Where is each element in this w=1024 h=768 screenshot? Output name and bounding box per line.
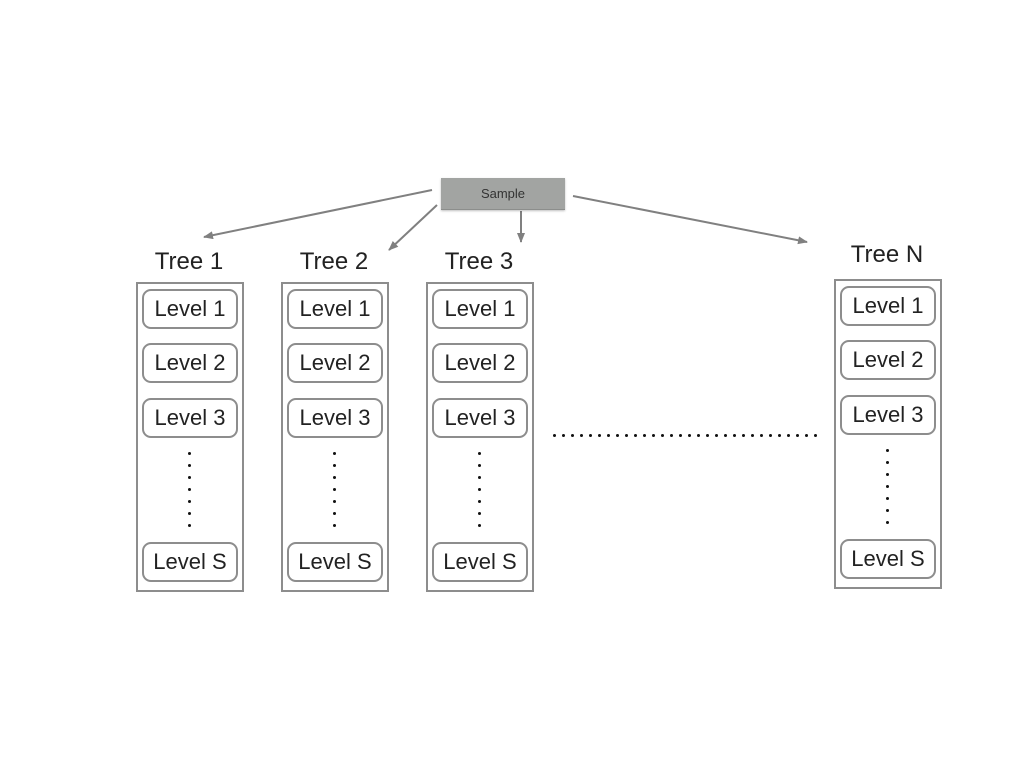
ellipsis-dot	[688, 434, 691, 437]
ellipsis-dot	[796, 434, 799, 437]
level-1-box: Level 1	[432, 289, 528, 329]
horizontal-ellipsis	[553, 434, 818, 438]
ellipsis-dot	[643, 434, 646, 437]
level-3-box: Level 3	[432, 398, 528, 438]
level-2-box: Level 2	[142, 343, 238, 383]
arrow-to-tree-2	[388, 204, 438, 251]
level-2-box: Level 2	[840, 340, 936, 380]
vertical-ellipsis	[283, 452, 387, 532]
ellipsis-dot	[589, 434, 592, 437]
tree-frame: Level 1 Level 2 Level 3 Level S	[834, 279, 942, 589]
ellipsis-dot	[553, 434, 556, 437]
ellipsis-dot	[598, 434, 601, 437]
ellipsis-dot	[634, 434, 637, 437]
ellipsis-dot	[778, 434, 781, 437]
vertical-ellipsis	[138, 452, 242, 532]
ellipsis-dot	[742, 434, 745, 437]
level-3-box: Level 3	[840, 395, 936, 435]
ellipsis-dot	[715, 434, 718, 437]
level-3-box: Level 3	[142, 398, 238, 438]
level-2-box: Level 2	[287, 343, 383, 383]
arrow-to-tree-1	[203, 189, 433, 240]
ellipsis-dot	[787, 434, 790, 437]
sample-label: Sample	[480, 186, 526, 201]
tree-title: Tree 1	[154, 248, 224, 275]
level-3-box: Level 3	[287, 398, 383, 438]
ellipsis-dot	[769, 434, 772, 437]
tree-frame: Level 1 Level 2 Level 3 Level S	[136, 282, 244, 592]
ellipsis-dot	[679, 434, 682, 437]
ellipsis-dot	[751, 434, 754, 437]
tree-frame: Level 1 Level 2 Level 3 Level S	[281, 282, 389, 592]
level-1-box: Level 1	[142, 289, 238, 329]
ellipsis-dot	[607, 434, 610, 437]
level-2-box: Level 2	[432, 343, 528, 383]
ellipsis-dot	[616, 434, 619, 437]
level-s-box: Level S	[432, 542, 528, 582]
ellipsis-dot	[652, 434, 655, 437]
ellipsis-dot	[814, 434, 817, 437]
ellipsis-dot	[661, 434, 664, 437]
sample-box: Sample	[441, 178, 565, 210]
ellipsis-dot	[562, 434, 565, 437]
ellipsis-dot	[733, 434, 736, 437]
ellipsis-dot	[580, 434, 583, 437]
vertical-ellipsis	[428, 452, 532, 532]
ellipsis-dot	[571, 434, 574, 437]
tree-title: Tree 3	[444, 248, 514, 275]
level-s-box: Level S	[142, 542, 238, 582]
ellipsis-dot	[805, 434, 808, 437]
ellipsis-dot	[724, 434, 727, 437]
ellipsis-dot	[625, 434, 628, 437]
tree-frame: Level 1 Level 2 Level 3 Level S	[426, 282, 534, 592]
tree-title: Tree 2	[299, 248, 369, 275]
tree-title: Tree N	[850, 241, 924, 268]
arrow-to-tree-n	[572, 195, 808, 245]
ellipsis-dot	[760, 434, 763, 437]
level-s-box: Level S	[840, 539, 936, 579]
ellipsis-dot	[670, 434, 673, 437]
ellipsis-dot	[697, 434, 700, 437]
level-1-box: Level 1	[840, 286, 936, 326]
ellipsis-dot	[706, 434, 709, 437]
level-1-box: Level 1	[287, 289, 383, 329]
level-s-box: Level S	[287, 542, 383, 582]
vertical-ellipsis	[836, 449, 940, 529]
